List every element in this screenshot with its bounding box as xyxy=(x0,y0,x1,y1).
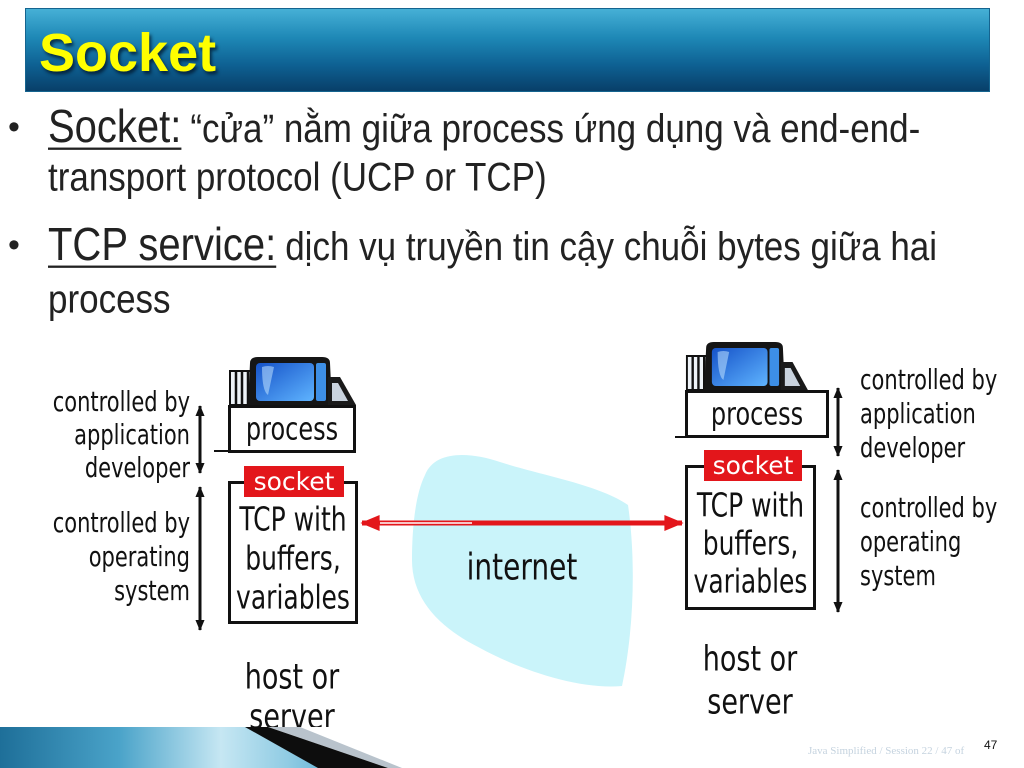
left-app-control-line-2: application xyxy=(74,419,190,451)
slide-title: Socket xyxy=(39,23,217,83)
tower-panel xyxy=(784,368,801,386)
right-host-caption: host or server xyxy=(670,638,830,724)
right-os-control-line-2: operating xyxy=(860,526,962,558)
screen-glare xyxy=(717,351,730,380)
right-os-control-line-3: system xyxy=(860,560,936,592)
right-app-control-label: controlled by application developer xyxy=(860,363,1010,465)
right-process-box: process xyxy=(685,390,829,438)
bullet-2-line-2: process xyxy=(48,277,171,322)
footer-text: Java Simplified / Session 22 / 47 of xyxy=(808,745,965,757)
screen-glare xyxy=(262,366,274,395)
footer-gray-swoosh xyxy=(268,727,402,768)
left-os-control-line-1: controlled by xyxy=(52,507,190,539)
left-os-control-line-2: operating xyxy=(88,541,190,573)
right-tcp-line-2: buffers, xyxy=(702,524,799,563)
left-tcp-line-1: TCP with xyxy=(239,500,347,539)
bullet-1-text: “cửa” nằm giữa process ứng dụng và end-e… xyxy=(190,106,921,151)
left-host-caption: host or server xyxy=(212,657,372,738)
right-app-control-line-2: application xyxy=(860,398,976,430)
bullet-2-line-1: TCP service:dịch vụ truyền tin cậy chuỗi… xyxy=(48,217,937,275)
bullet-2-text: dịch vụ truyền tin cậy chuỗi bytes giữa … xyxy=(285,224,938,269)
internet-cloud xyxy=(412,455,633,687)
bullet-2-term: TCP service: xyxy=(48,219,277,271)
tower-panel xyxy=(332,383,348,401)
right-socket-label: socket xyxy=(704,450,802,481)
footer-blue-band xyxy=(0,727,340,768)
left-socket-label: socket xyxy=(244,466,344,497)
left-computer-icon xyxy=(229,357,356,406)
bullet-2-marker: • xyxy=(8,226,20,264)
bullet-1-line-1: Socket:“cửa” nằm giữa process ứng dụng v… xyxy=(48,99,920,157)
left-process-label: process xyxy=(245,410,339,448)
title-banner: Socket xyxy=(25,8,990,92)
right-app-control-line-1: controlled by xyxy=(860,364,998,396)
internet-label-text: internet xyxy=(466,545,578,589)
left-os-control-label: controlled by operating system xyxy=(40,506,190,608)
left-tcp-line-2: buffers, xyxy=(245,539,341,578)
right-host-line-2: server xyxy=(707,682,793,723)
right-tcp-line-3: variables xyxy=(693,562,808,601)
right-host-line-1: host or xyxy=(702,639,798,680)
footer-black-swoosh xyxy=(245,727,388,768)
page-number: 47 xyxy=(984,738,998,752)
right-tcp-box: TCP with buffers, variables xyxy=(685,465,816,610)
bullet-1-line-2: transport protocol (UCP or TCP) xyxy=(48,155,547,200)
left-process-box: process xyxy=(228,405,356,453)
right-tcp-line-1: TCP with xyxy=(696,486,805,525)
right-os-control-line-1: controlled by xyxy=(860,492,998,524)
right-app-control-line-3: developer xyxy=(860,432,966,464)
left-tcp-line-3: variables xyxy=(236,578,350,617)
left-app-control-label: controlled by application developer xyxy=(40,386,190,485)
left-host-line-1: host or xyxy=(244,657,340,698)
monitor-side-panel xyxy=(316,363,326,401)
right-process-label: process xyxy=(710,395,804,433)
right-os-control-label: controlled by operating system xyxy=(860,491,1010,593)
bullet-1-term: Socket: xyxy=(48,101,182,153)
left-app-control-line-1: controlled by xyxy=(52,386,190,418)
bullet-1-marker: • xyxy=(8,108,20,146)
internet-label: internet xyxy=(452,546,592,589)
right-computer-icon xyxy=(685,342,808,391)
left-app-control-line-3: developer xyxy=(84,452,190,484)
left-os-control-line-3: system xyxy=(114,575,190,607)
monitor-side-panel xyxy=(769,348,780,386)
